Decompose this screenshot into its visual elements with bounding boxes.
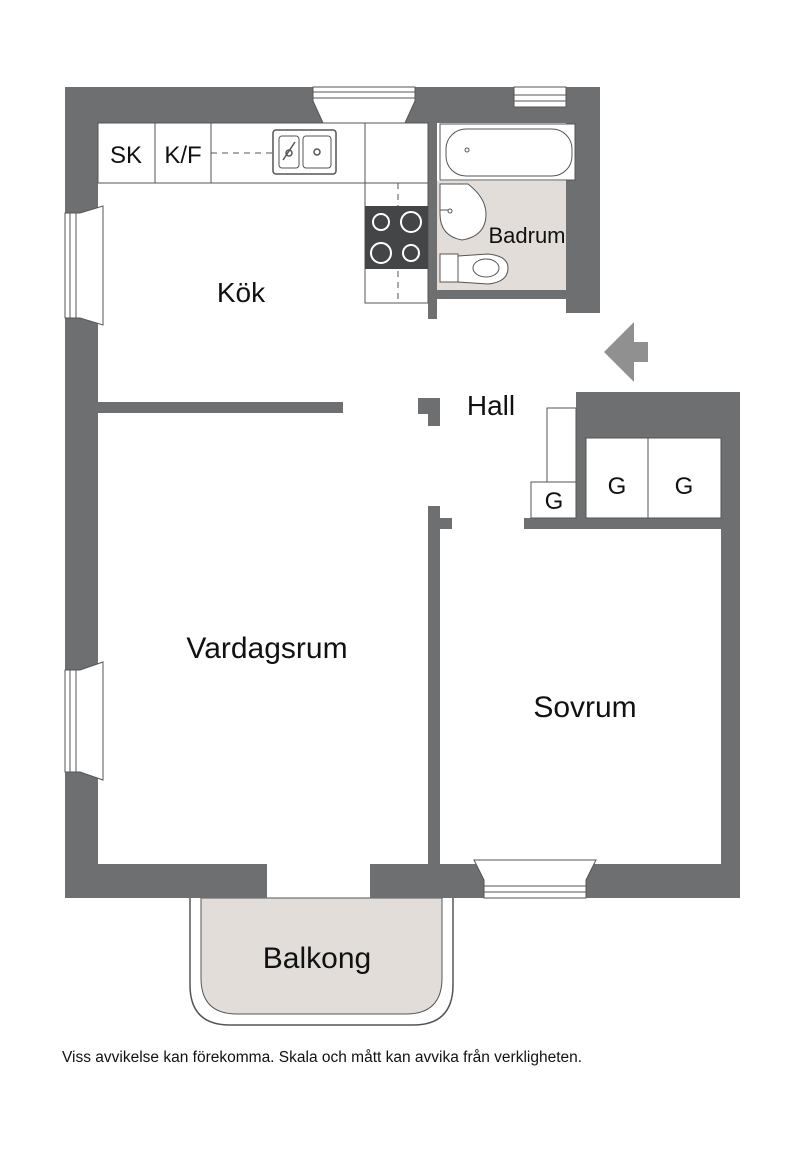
balcony-railing	[189, 898, 454, 1026]
bedroom-wardrobes	[585, 437, 722, 519]
bathtub-icon	[439, 123, 576, 181]
label-sk: SK	[110, 142, 142, 169]
label-wardrobe-bedroom-1: G	[608, 473, 627, 500]
room-label-hall: Hall	[467, 390, 515, 421]
window-icon	[64, 661, 104, 781]
window-icon	[64, 205, 104, 326]
label-wardrobe-hall: G	[545, 488, 564, 515]
window-icon	[473, 859, 597, 899]
room-label-living-room: Vardagsrum	[186, 632, 347, 665]
label-kf: K/F	[164, 142, 201, 169]
hall-closet	[530, 407, 577, 519]
toilet-icon	[439, 253, 509, 285]
room-label-bathroom: Badrum	[488, 223, 565, 248]
label-wardrobe-bedroom-2: G	[675, 473, 694, 500]
washbasin-icon	[439, 183, 487, 241]
disclaimer-text: Viss avvikelse kan förekomma. Skala och …	[62, 1049, 583, 1066]
room-label-bedroom: Sovrum	[533, 691, 636, 724]
room-label-kitchen: Kök	[217, 277, 266, 308]
interior-walls	[98, 123, 721, 864]
sink-icon	[272, 129, 337, 175]
window-icon	[513, 86, 567, 108]
window-icon	[312, 86, 416, 124]
entrance-arrow-icon	[604, 322, 648, 382]
balcony-floor	[200, 897, 443, 1015]
room-label-balcony: Balkong	[263, 942, 371, 975]
stove-icon	[365, 206, 428, 269]
